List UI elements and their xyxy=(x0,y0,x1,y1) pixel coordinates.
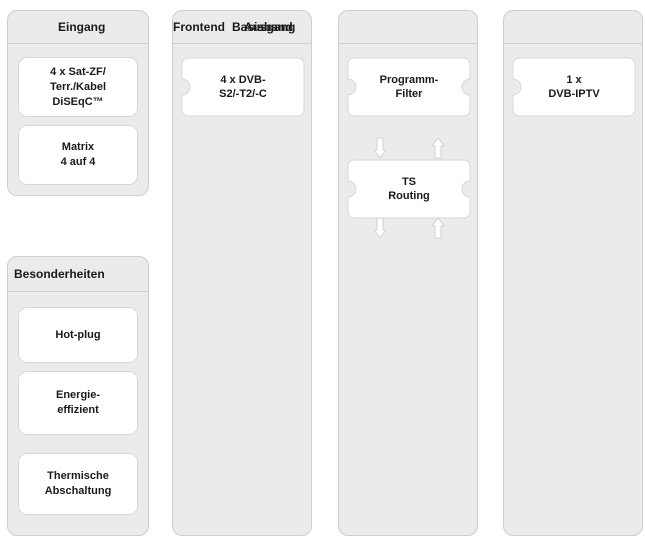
feature-thermal-card: Thermische Abschaltung xyxy=(18,453,138,515)
ausgang-header xyxy=(504,11,642,44)
besonderheiten-title: Besonderheiten xyxy=(14,267,105,281)
arrow-up-icon xyxy=(431,217,445,239)
input-sat-label: 4 x Sat-ZF/ Terr./Kabel DiSEqC™ xyxy=(49,65,107,108)
basisband-column: Ausgang Programm- Filter TS Routing xyxy=(244,10,478,536)
matrix-label: Matrix 4 auf 4 xyxy=(60,141,96,168)
frontend-header: Frontend Basisband xyxy=(173,11,311,44)
frontend-column: Frontend Basisband 4 x DVB- S2/-T2/-C xyxy=(172,10,312,536)
arrow-up-icon xyxy=(431,137,445,159)
basisband-header: Ausgang xyxy=(244,11,477,44)
frontend-title: Frontend xyxy=(173,20,225,34)
eingang-header: Eingang xyxy=(8,11,148,44)
besonderheiten-header: Besonderheiten xyxy=(8,257,148,292)
ts-routing-label: TS Routing xyxy=(388,176,430,202)
feature-label: Energie- effizient xyxy=(55,389,100,416)
feature-hotplug-card: Hot-plug xyxy=(18,307,138,363)
program-filter-label: Programm- Filter xyxy=(379,74,439,100)
program-filter-block: Programm- Filter xyxy=(347,57,471,117)
input-sat-card: 4 x Sat-ZF/ Terr./Kabel DiSEqC™ xyxy=(18,57,138,117)
arrow-down-icon xyxy=(373,217,387,239)
ausgang-column: 1 x DVB-IPTV xyxy=(503,10,643,536)
basisband-title: Basisband xyxy=(232,20,293,34)
matrix-card: Matrix 4 auf 4 xyxy=(18,125,138,185)
ausgang-title: Ausgang xyxy=(244,20,296,34)
puzzle-shape xyxy=(347,159,471,219)
puzzle-shape xyxy=(347,57,471,117)
puzzle-shape xyxy=(181,57,305,117)
frontend-dvb-block: 4 x DVB- S2/-T2/-C xyxy=(181,57,305,117)
feature-label: Thermische Abschaltung xyxy=(44,470,112,497)
besonderheiten-panel: Besonderheiten Hot-plug Energie- effizie… xyxy=(7,256,149,536)
eingang-column: Eingang 4 x Sat-ZF/ Terr./Kabel DiSEqC™ … xyxy=(7,10,149,196)
feature-label: Hot-plug xyxy=(55,328,101,341)
ts-routing-block: TS Routing xyxy=(347,159,471,219)
frontend-dvb-label: 4 x DVB- S2/-T2/-C xyxy=(219,74,267,100)
feature-energy-card: Energie- effizient xyxy=(18,371,138,435)
eingang-title: Eingang xyxy=(58,20,106,34)
puzzle-shape xyxy=(512,57,636,117)
ausgang-iptv-block: 1 x DVB-IPTV xyxy=(512,57,636,117)
ausgang-iptv-label: 1 x DVB-IPTV xyxy=(548,74,600,100)
arrow-down-icon xyxy=(373,137,387,159)
